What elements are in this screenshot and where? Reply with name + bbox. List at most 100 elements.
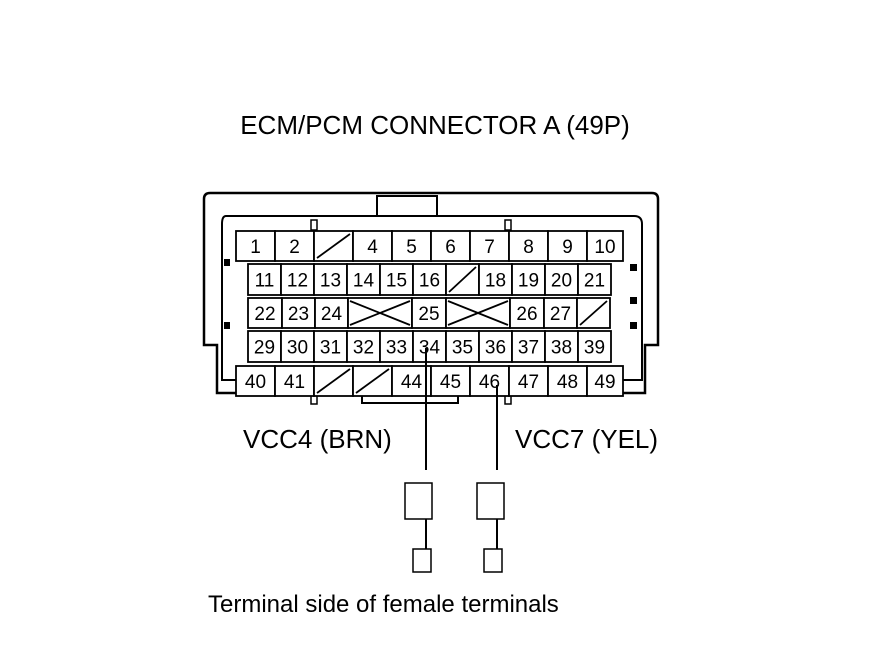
blocked-cavity [445, 297, 511, 329]
pin-label: 12 [287, 271, 308, 292]
pin-41: 41 [274, 365, 315, 397]
pin-32: 32 [346, 330, 381, 363]
pin-18: 18 [478, 263, 513, 296]
pin-39: 39 [577, 330, 612, 363]
pin-29: 29 [247, 330, 282, 363]
pin-label: 45 [440, 372, 461, 393]
pin-label: 32 [353, 338, 374, 359]
pin-cell [280, 330, 315, 363]
pin-45: 45 [430, 365, 471, 397]
pin-38: 38 [544, 330, 579, 363]
pin-35: 35 [445, 330, 480, 363]
pin-label: 9 [562, 237, 573, 258]
cavity-slash [579, 300, 608, 326]
pin-cell [412, 263, 447, 296]
pin-label: 30 [287, 338, 308, 359]
pin-label: 22 [254, 304, 275, 325]
pin-label: 40 [245, 372, 266, 393]
pin-label: 26 [516, 304, 537, 325]
pin-23: 23 [281, 297, 316, 329]
pin-cell [411, 297, 447, 329]
pin-13: 13 [313, 263, 348, 296]
pin-label: 34 [419, 338, 441, 359]
pin-label: 25 [418, 304, 439, 325]
pin-14: 14 [346, 263, 381, 296]
pin-label: 16 [419, 271, 440, 292]
pin-cell [346, 263, 381, 296]
pin-20: 20 [544, 263, 579, 296]
pin-label: 27 [550, 304, 571, 325]
pin-26: 26 [509, 297, 545, 329]
pin-cell [544, 263, 579, 296]
pin-label: 46 [479, 372, 500, 393]
empty-cavity [313, 230, 354, 262]
pin-label: 10 [594, 237, 615, 258]
pin-25: 25 [411, 297, 447, 329]
pin-label: 36 [485, 338, 506, 359]
pin-label: 5 [406, 237, 417, 258]
terminal-side-caption: Terminal side of female terminals [208, 591, 559, 618]
pin-label: 29 [254, 338, 275, 359]
pin-5: 5 [391, 230, 432, 262]
empty-cavity [576, 297, 611, 329]
wire-label-vcc4: VCC4 (BRN) [243, 424, 392, 454]
pin-31: 31 [313, 330, 348, 363]
pin-label: 4 [367, 237, 378, 258]
pin-12: 12 [280, 263, 315, 296]
pin-8: 8 [508, 230, 549, 262]
pin-2: 2 [274, 230, 315, 262]
pin-label: 2 [289, 237, 300, 258]
pin-label: 11 [255, 271, 275, 292]
pin-49: 49 [586, 365, 624, 397]
pin-24: 24 [314, 297, 349, 329]
pin-label: 6 [445, 237, 456, 258]
pin-label: 48 [557, 372, 578, 393]
pin-34: 34 [412, 330, 447, 363]
pin-label: 41 [284, 372, 305, 393]
pin-cell [430, 365, 471, 397]
pin-19: 19 [511, 263, 546, 296]
pin-label: 37 [518, 338, 539, 359]
wire-label-vcc7: VCC7 (YEL) [515, 424, 658, 454]
pin-label: 44 [401, 372, 423, 393]
pin-cell [346, 330, 381, 363]
pin-cell [577, 263, 612, 296]
pin-label: 38 [551, 338, 572, 359]
pin-46: 46 [469, 365, 510, 397]
pin-label: 23 [288, 304, 309, 325]
pin-cell [508, 230, 549, 262]
pin-7: 7 [469, 230, 510, 262]
pin-33: 33 [379, 330, 414, 363]
pin-47: 47 [508, 365, 549, 397]
pin-cell [313, 263, 348, 296]
pin-21: 21 [577, 263, 612, 296]
pin-cell [412, 330, 447, 363]
pin-label: 35 [452, 338, 473, 359]
wire-vcc7 [476, 385, 505, 573]
pin-27: 27 [543, 297, 578, 329]
pin-cell [274, 230, 315, 262]
pin-label: 18 [485, 271, 506, 292]
cavity-cross [447, 300, 509, 326]
pin-36: 36 [478, 330, 513, 363]
pin-37: 37 [511, 330, 546, 363]
pin-cell [247, 263, 282, 296]
pin-16: 16 [412, 263, 447, 296]
empty-cavity [352, 365, 393, 397]
pin-cell [509, 297, 545, 329]
pin-label: 14 [353, 271, 375, 292]
pin-10: 10 [586, 230, 624, 262]
pin-cell [547, 365, 588, 397]
pin-cell [445, 297, 511, 329]
cavity-cross [349, 300, 411, 326]
pin-label: 15 [386, 271, 407, 292]
pin-cell [511, 263, 546, 296]
wire-vcc4 [404, 348, 433, 573]
pin-40: 40 [235, 365, 276, 397]
pin-cell [469, 365, 510, 397]
pin-48: 48 [547, 365, 588, 397]
diagram-title: ECM/PCM CONNECTOR A (49P) [240, 110, 630, 140]
pin-label: 49 [594, 372, 615, 393]
